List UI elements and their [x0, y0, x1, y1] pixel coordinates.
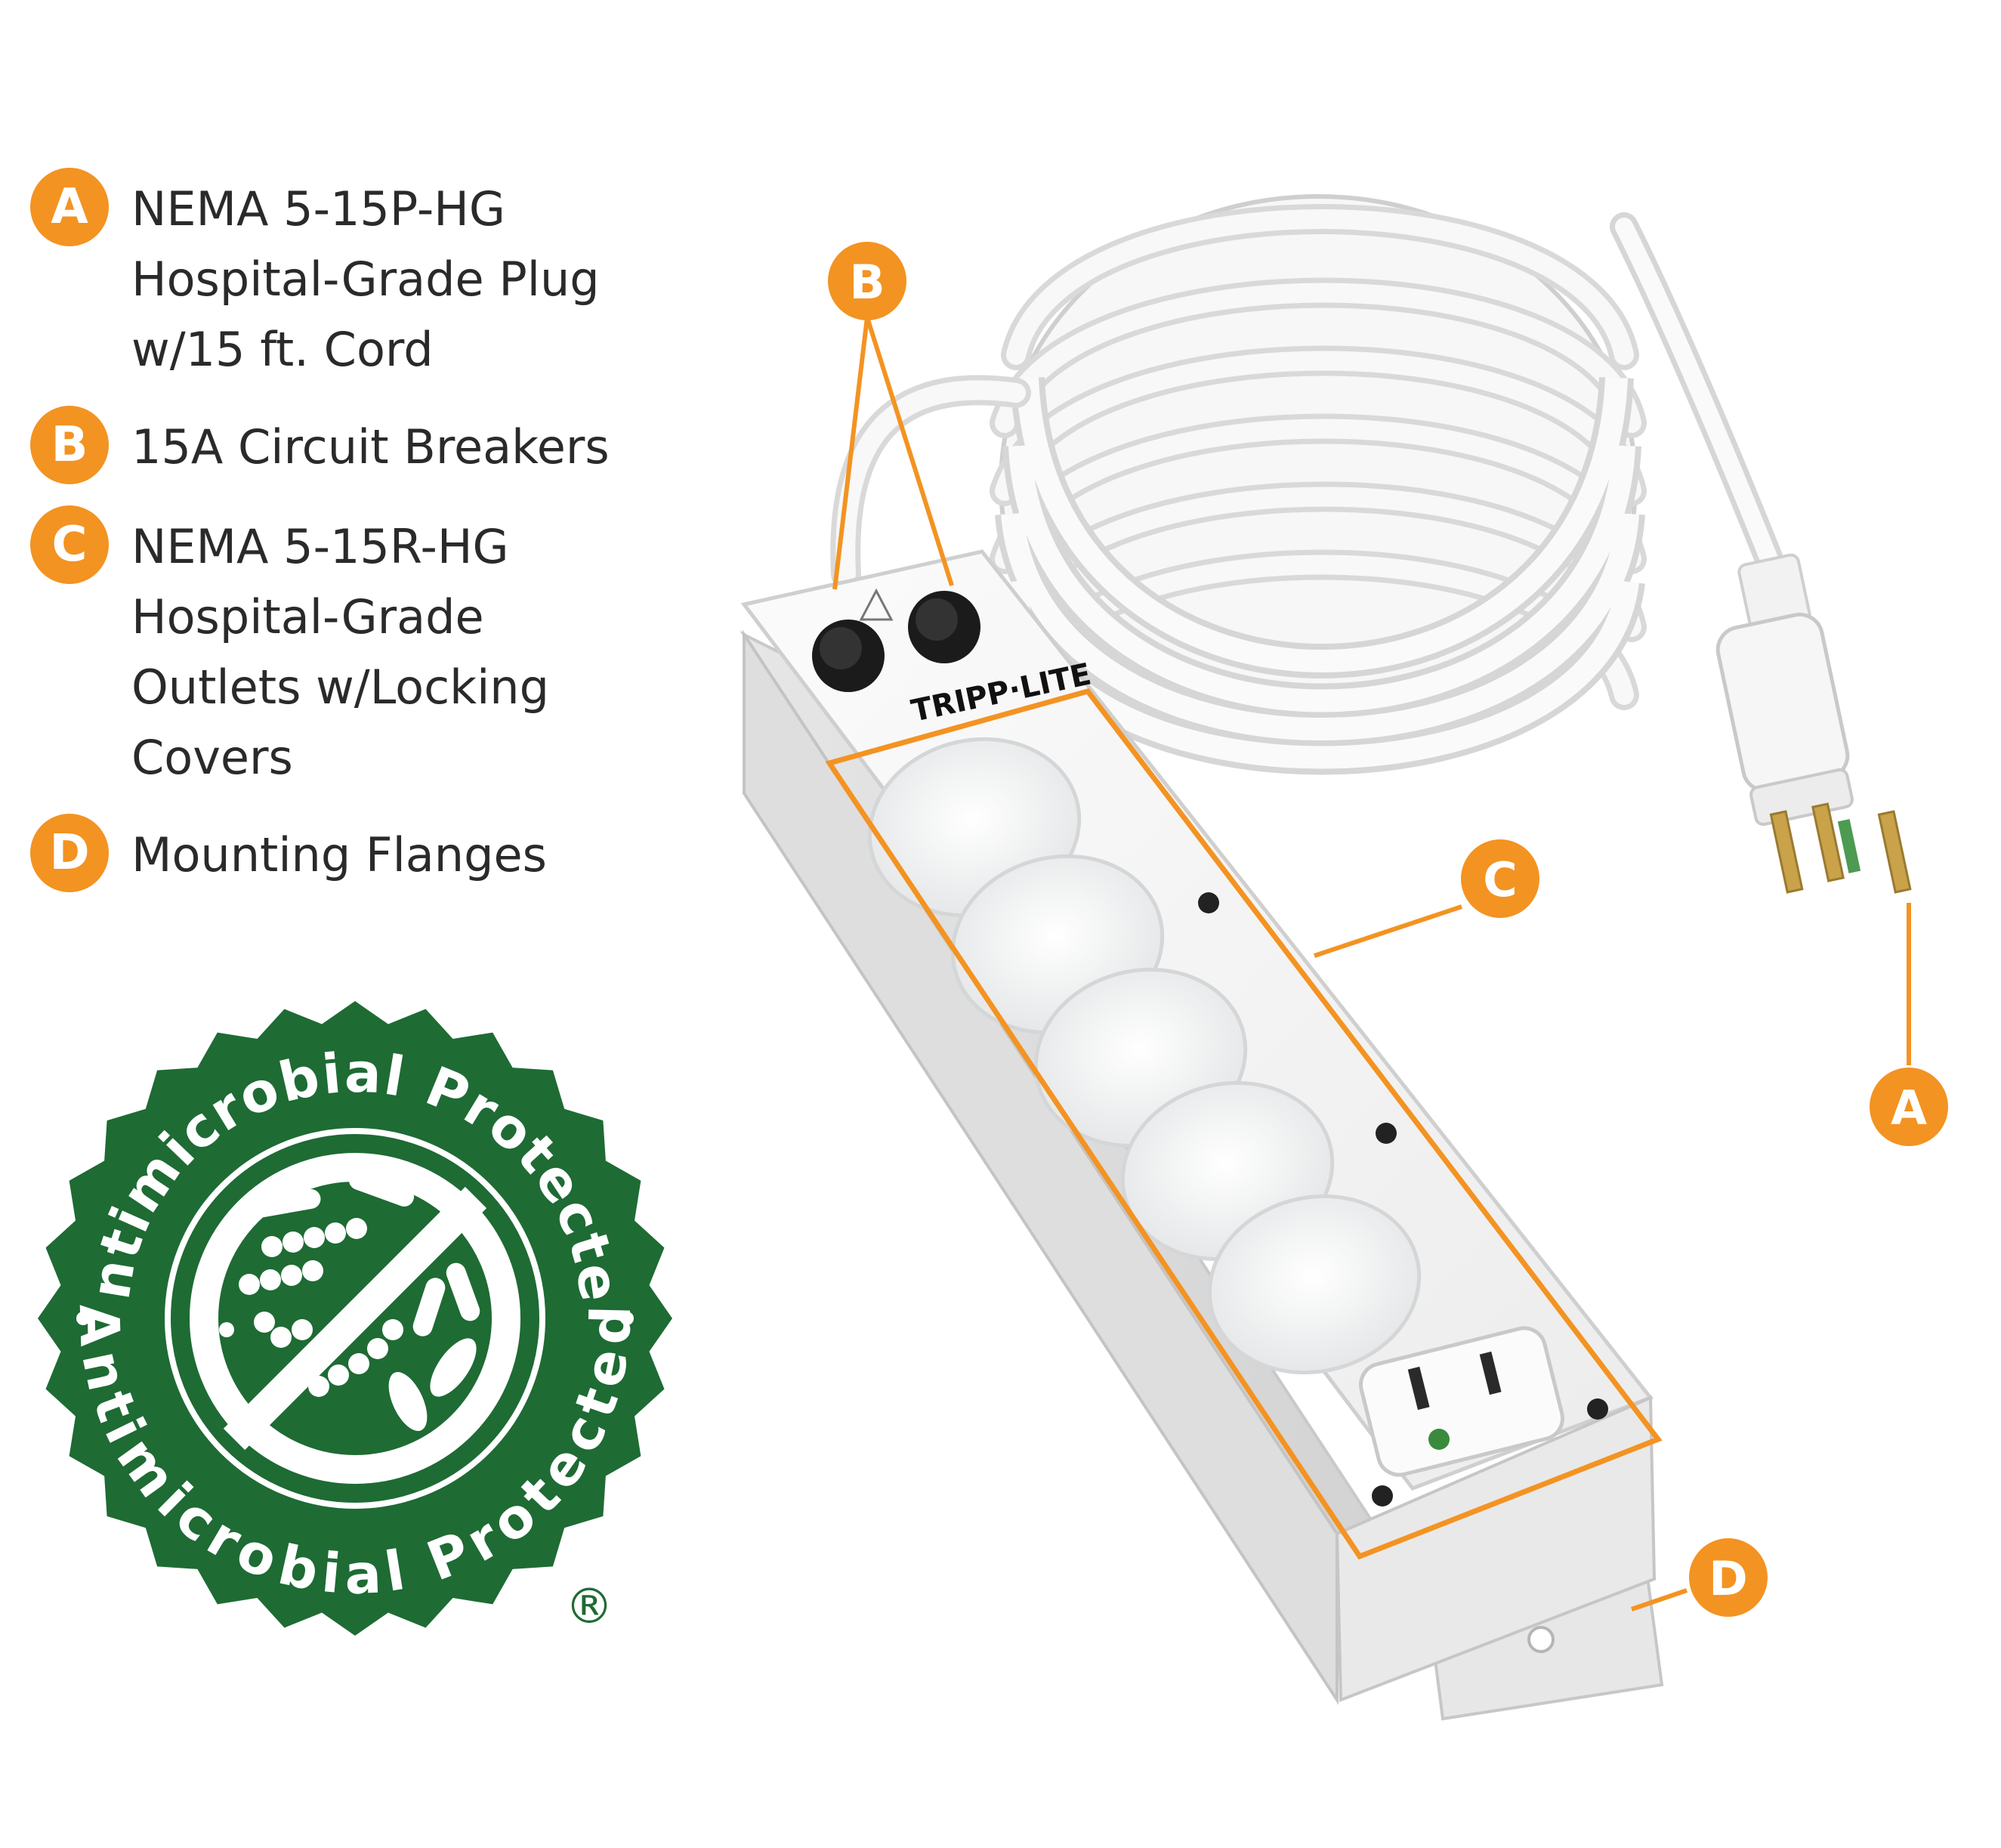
circuit-breakers	[812, 588, 980, 692]
hospital-grade-outlet	[1359, 1326, 1564, 1477]
no-microbes-icon	[185, 1148, 525, 1488]
legend-text: Mounting Flanges	[131, 820, 547, 890]
outlet-covers	[867, 737, 1608, 1507]
callout-b: B	[828, 242, 906, 320]
svg-text:C: C	[1483, 852, 1518, 907]
legend-badge-c: C	[30, 505, 109, 584]
legend-line: NEMA 5-15R-HG	[131, 519, 509, 574]
callout-d: D	[1689, 1538, 1768, 1617]
coiled-cord	[830, 194, 1789, 775]
hospital-grade-plug	[1715, 553, 1912, 894]
legend-text: 15A Circuit Breakers	[131, 412, 610, 482]
outlets-highlight-frame	[825, 688, 1663, 1560]
feature-legend: A NEMA 5-15P-HG Hospital-Grade Plug w/15 ft…	[30, 168, 710, 919]
callout-a: A	[1870, 1068, 1948, 1146]
legend-line: Outlets w/Locking	[131, 660, 549, 715]
legend-line: Hospital-Grade	[131, 589, 484, 644]
svg-text:D: D	[1709, 1551, 1747, 1606]
legend-badge-b: B	[30, 406, 109, 484]
svg-text:A: A	[1891, 1080, 1927, 1136]
legend-line: 15A Circuit Breakers	[131, 419, 610, 474]
legend-line: NEMA 5-15P-HG	[131, 181, 505, 236]
registered-mark: ®	[565, 1579, 613, 1635]
legend-line: Mounting Flanges	[131, 827, 547, 882]
legend-badge-d: D	[30, 814, 109, 892]
legend-line: w/15 ft. Cord	[131, 322, 434, 377]
legend-item-b: B 15A Circuit Breakers	[30, 406, 710, 484]
legend-badge-a: A	[30, 168, 109, 246]
callout-lines	[832, 317, 1911, 1612]
legend-line: Covers	[131, 730, 293, 785]
legend-item-d: D Mounting Flanges	[30, 814, 710, 892]
legend-text: NEMA 5-15P-HG Hospital-Grade Plug w/15 ft.…	[131, 174, 600, 385]
legend-line: Hospital-Grade Plug	[131, 252, 600, 307]
legend-item-a: A NEMA 5-15P-HG Hospital-Grade Plug w/15 ft…	[30, 168, 710, 385]
svg-text:B: B	[849, 255, 885, 310]
callout-c: C	[1461, 839, 1539, 918]
antimicrobial-seal: Antimicrobial Protected Antimicrobial Pr…	[0, 0, 672, 1636]
